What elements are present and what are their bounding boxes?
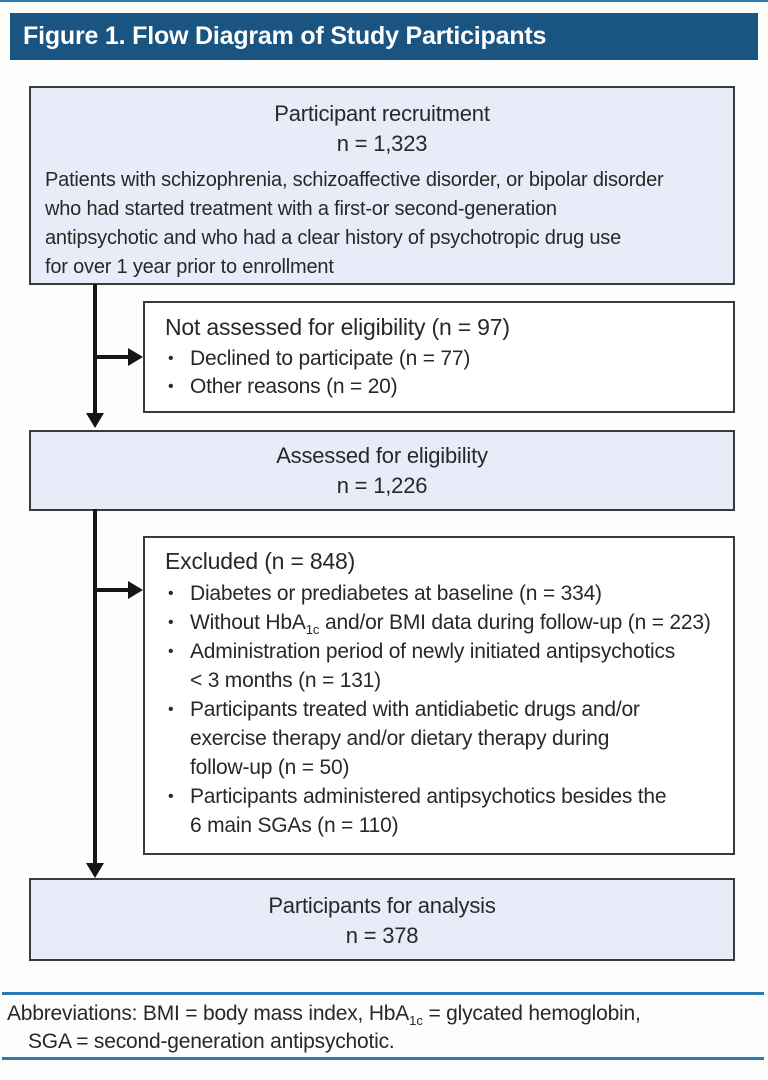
footnote-line: SGA = second-generation antipsychotic.	[28, 1030, 395, 1053]
excluded-bullet: • Participants treated with antidiabetic…	[165, 695, 723, 782]
flow-line-vertical-2	[93, 509, 97, 865]
excluded-bullet: • Without HbA1c and/or BMI data during f…	[165, 608, 723, 637]
bullet-icon: •	[168, 585, 174, 602]
bullet-line: Administration period of newly initiated…	[190, 640, 676, 663]
excluded-bullet: • Participants administered antipsychoti…	[165, 782, 723, 840]
analysis-title: Participants for analysis	[268, 893, 496, 918]
arrow-down-icon	[86, 413, 104, 428]
footnote-top-rule	[2, 992, 764, 995]
bullet-line: Participants administered antipsychotics…	[190, 785, 667, 808]
bullet-icon: •	[168, 614, 174, 631]
arrow-down-icon	[86, 863, 104, 878]
bullet-icon: •	[168, 788, 174, 805]
analysis-box: Participants for analysis n = 378	[29, 878, 735, 961]
excluded-box: Excluded (n = 848) • Diabetes or prediab…	[143, 536, 735, 855]
not-assessed-box: Not assessed for eligibility (n = 97) • …	[143, 301, 735, 413]
bullet-line: < 3 months (n = 131)	[190, 669, 381, 692]
recruitment-n: n = 1,323	[336, 131, 428, 156]
bullet-icon: •	[168, 350, 174, 367]
description-line: Patients with schizophrenia, schizoaffec…	[45, 169, 664, 191]
not-assessed-bullet: • Declined to participate (n = 77)	[165, 345, 723, 373]
excluded-bullet: • Diabetes or prediabetes at baseline (n…	[165, 579, 723, 608]
assessed-title: Assessed for eligibility	[276, 443, 488, 468]
bullet-line: Participants treated with antidiabetic d…	[190, 698, 640, 721]
footnote-bottom-rule	[2, 1057, 764, 1060]
analysis-n: n = 378	[345, 923, 419, 948]
flow-line-vertical-1	[93, 284, 97, 415]
arrow-right-icon	[128, 348, 143, 366]
arrow-right-icon	[128, 581, 143, 599]
footnote-line: Abbreviations: BMI = body mass index, Hb…	[7, 1002, 641, 1029]
bullet-icon: •	[168, 378, 174, 395]
recruitment-box: Participant recruitment n = 1,323 Patien…	[29, 86, 735, 285]
subscript-1c: 1c	[305, 622, 320, 638]
excluded-title: Excluded (n = 848)	[165, 548, 356, 574]
bullet-icon: •	[168, 643, 174, 660]
flow-line-branch-1	[95, 355, 129, 359]
abbreviations-footnote: Abbreviations: BMI = body mass index, Hb…	[7, 1000, 641, 1056]
bullet-line: exercise therapy and/or dietary therapy …	[190, 727, 610, 750]
subscript-1c: 1c	[409, 1013, 423, 1029]
bullet-line: Diabetes or prediabetes at baseline (n =…	[190, 582, 602, 605]
top-rule	[0, 0, 768, 2]
not-assessed-bullet-list: • Declined to participate (n = 77) • Oth…	[165, 345, 723, 401]
figure-title: Figure 1. Flow Diagram of Study Particip…	[23, 22, 547, 50]
recruitment-title: Participant recruitment	[274, 101, 490, 126]
assessed-box: Assessed for eligibility n = 1,226	[29, 430, 735, 511]
recruitment-description: Patients with schizophrenia, schizoaffec…	[31, 159, 733, 282]
not-assessed-bullet: • Other reasons (n = 20)	[165, 373, 723, 401]
assessed-n: n = 1,226	[336, 473, 428, 498]
bullet-icon: •	[168, 701, 174, 718]
excluded-bullet-list: • Diabetes or prediabetes at baseline (n…	[165, 579, 723, 840]
figure-title-bar: Figure 1. Flow Diagram of Study Particip…	[10, 13, 758, 60]
description-line: for over 1 year prior to enrollment	[45, 256, 334, 278]
not-assessed-title: Not assessed for eligibility (n = 97)	[165, 314, 510, 340]
description-line: antipsychotic and who had a clear histor…	[45, 227, 622, 249]
bullet-line: 6 main SGAs (n = 110)	[190, 814, 399, 837]
bullet-line: Without HbA1c and/or BMI data during fol…	[190, 611, 711, 638]
excluded-bullet: • Administration period of newly initiat…	[165, 637, 723, 695]
description-line: who had started treatment with a first-o…	[45, 198, 557, 220]
bullet-line: follow-up (n = 50)	[190, 756, 350, 779]
flow-line-branch-2	[95, 588, 129, 592]
